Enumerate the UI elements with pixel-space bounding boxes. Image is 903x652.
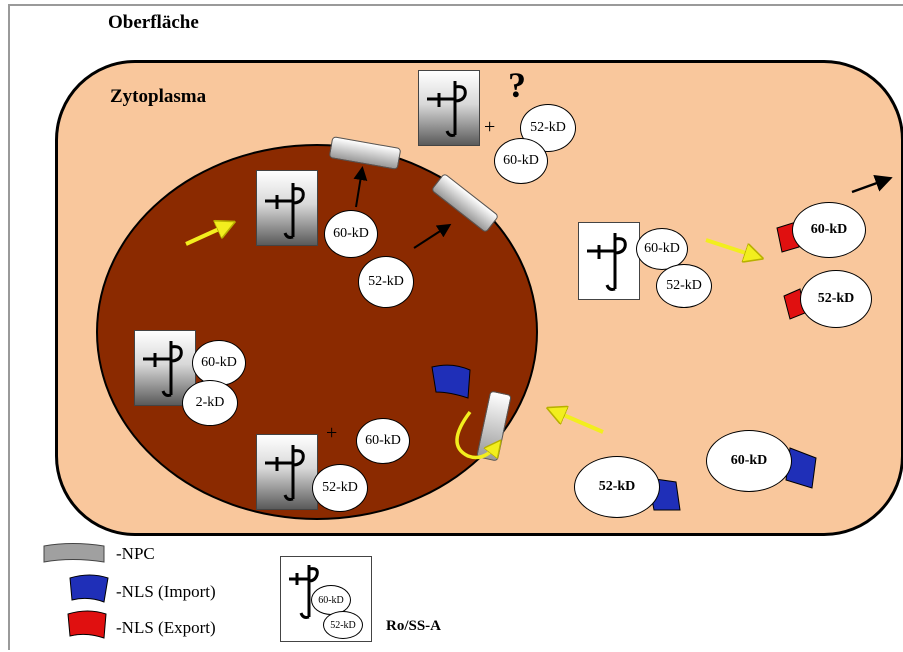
export-arrow-2 xyxy=(413,223,452,249)
legend-npc-label: -NPC xyxy=(116,544,155,563)
legend-npc-icon xyxy=(43,543,105,563)
protein-52kd-nucleus-1: 52-kD xyxy=(358,256,414,308)
y-rna-icon xyxy=(265,445,305,501)
legend-protein-60kd: 60-kD xyxy=(311,585,351,615)
y-rna-icon xyxy=(587,233,627,291)
rna-box-nucleus-3 xyxy=(256,434,318,510)
legend-complex-box: 60-kD 52-kD xyxy=(280,556,372,642)
yellow-arrow-import xyxy=(552,410,604,434)
surface-label: Oberfläche xyxy=(108,12,199,33)
protein-60kd-nucleus-1: 60-kD xyxy=(324,210,378,258)
rna-box-nucleus-1 xyxy=(256,170,318,246)
yellow-curved-arrow xyxy=(455,410,498,460)
yellow-arrow-nucleus xyxy=(185,224,230,246)
protein-60kd-import: 60-kD xyxy=(706,430,792,492)
figure-frame xyxy=(8,4,903,650)
y-rna-icon xyxy=(143,341,183,397)
protein-60kd-nucleus-2: 60-kD xyxy=(192,340,246,386)
legend-nls-export-icon xyxy=(67,610,107,639)
legend-nls-import-label: -NLS (Import) xyxy=(116,582,216,601)
legend-complex-label: Ro/SS-A xyxy=(386,618,442,634)
protein-60kd-nucleus-3: 60-kD xyxy=(356,418,410,464)
protein-60kd-top: 60-kD xyxy=(494,138,548,184)
legend-protein-52kd: 52-kD xyxy=(323,611,363,639)
legend-nls-export-label: -NLS (Export) xyxy=(116,618,216,637)
export-arrow-3 xyxy=(851,175,893,194)
rna-box-top xyxy=(418,70,480,146)
protein-52kd-cyto-complex: 52-kD xyxy=(656,264,712,308)
protein-60kd-cyto-complex: 60-kD xyxy=(636,228,688,270)
protein-60kd-export: 60-kD xyxy=(792,202,866,258)
y-rna-icon xyxy=(427,81,467,137)
yellow-arrow-cyto xyxy=(705,238,758,257)
plus-sign-nucleus: + xyxy=(326,422,338,444)
cytoplasm-label: Zytoplasma xyxy=(110,86,207,107)
rna-box-cytoplasm xyxy=(578,222,640,300)
plus-sign-top: + xyxy=(484,116,496,138)
nls-import-tag-nucleus xyxy=(431,364,471,399)
y-rna-icon xyxy=(265,183,305,239)
export-arrow-1 xyxy=(353,166,368,208)
protein-52kd-export: 52-kD xyxy=(800,270,872,328)
legend-nls-import-icon xyxy=(69,574,109,603)
question-mark: ? xyxy=(508,65,526,105)
protein-52kd-nucleus-3: 52-kD xyxy=(312,464,368,512)
protein-52kd-import: 52-kD xyxy=(574,456,660,518)
y-rna-icon xyxy=(289,565,319,619)
protein-52kd-nucleus-2: 2-kD xyxy=(182,380,238,426)
